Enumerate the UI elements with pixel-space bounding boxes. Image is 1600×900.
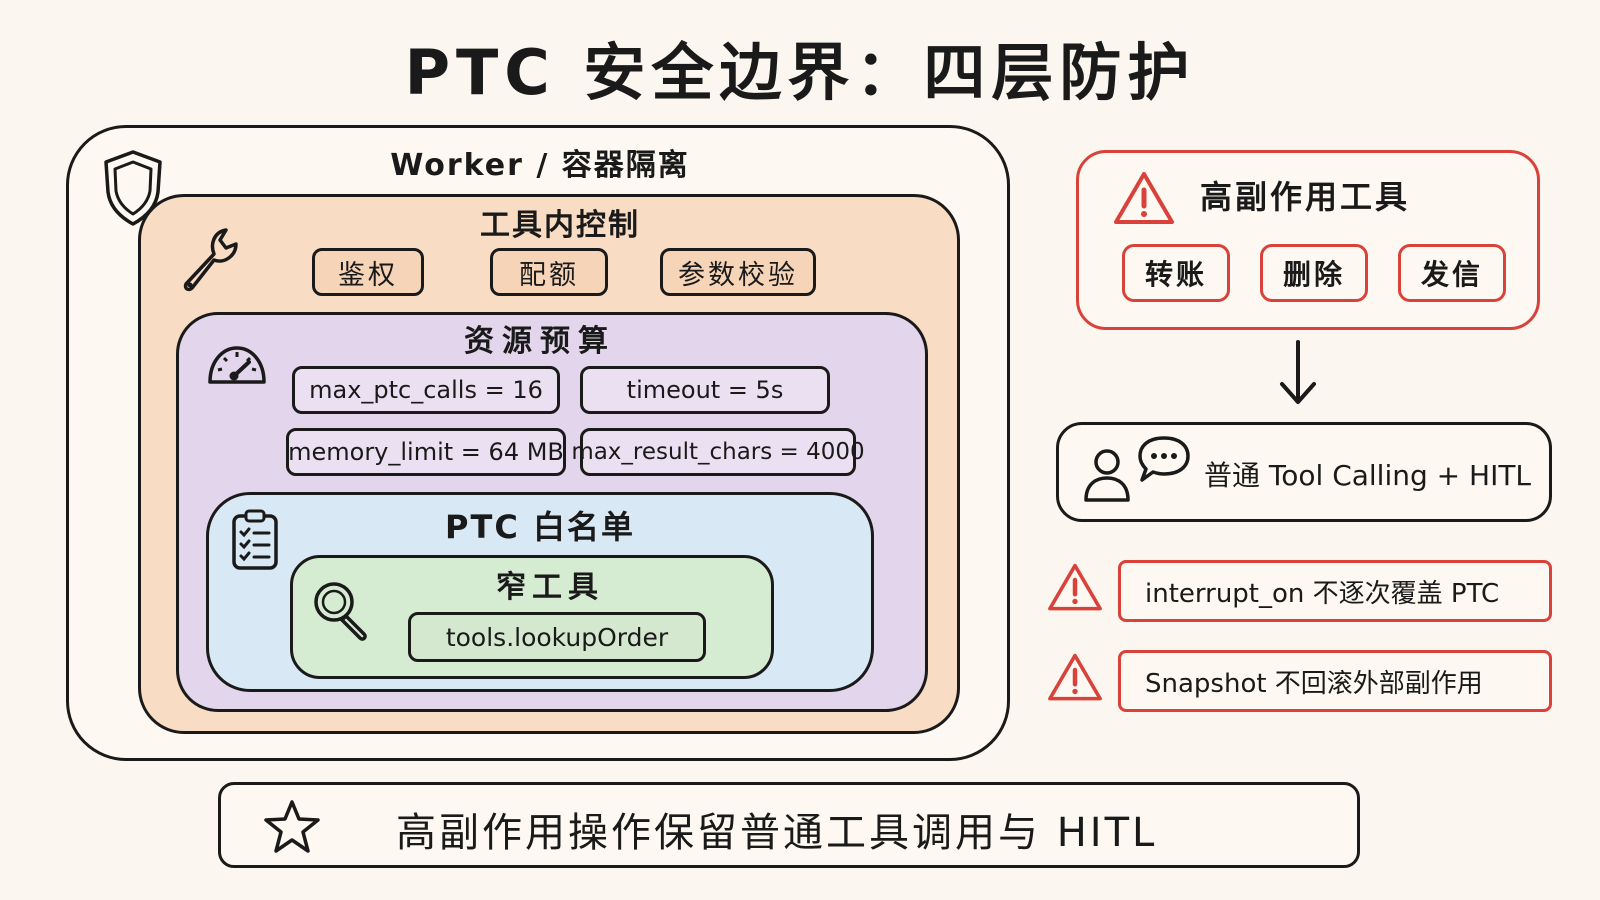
wrench-icon [183, 228, 238, 292]
worker-layer-label: Worker / 容器隔离 [390, 148, 690, 183]
gauge-icon [208, 346, 266, 384]
warning-icon [1048, 653, 1102, 701]
page-title: PTC 安全边界：四层防护 [404, 36, 1196, 109]
magnifier-icon [314, 582, 367, 641]
tool-control-chip-quota: 配额 [490, 248, 608, 296]
warning-interrupt-on: interrupt_on 不逐次覆盖 PTC [1118, 560, 1552, 622]
tool-control-label: 工具内控制 [480, 208, 640, 243]
chat-bubble-icon [1138, 436, 1190, 482]
ptc-whitelist-label: PTC 白名单 [445, 508, 635, 546]
budget-chip-memory-limit: memory_limit = 64 MB [286, 428, 566, 476]
warning-icon [1048, 563, 1102, 611]
footer-text: 高副作用操作保留普通工具调用与 HITL [396, 810, 1158, 856]
side-effect-chip-transfer: 转账 [1122, 244, 1230, 302]
footer-banner [218, 782, 1360, 868]
warning-icon [1114, 172, 1174, 224]
down-arrow-icon [1280, 340, 1316, 404]
tool-control-chip-auth: 鉴权 [312, 248, 424, 296]
hitl-label: 普通 Tool Calling + HITL [1204, 459, 1532, 492]
shield-icon [104, 150, 162, 226]
user-icon [1084, 449, 1130, 502]
high-side-effect-tools-title: 高副作用工具 [1200, 178, 1411, 216]
hitl-box [1056, 422, 1552, 522]
clipboard-checklist-icon [232, 509, 278, 570]
budget-chip-timeout: timeout = 5s [580, 366, 830, 414]
warning-snapshot: Snapshot 不回滚外部副作用 [1118, 650, 1552, 712]
tool-control-chip-param-check: 参数校验 [660, 248, 816, 296]
budget-chip-max-ptc-calls: max_ptc_calls = 16 [292, 366, 560, 414]
side-effect-chip-delete: 删除 [1260, 244, 1368, 302]
budget-chip-max-result-chars: max_result_chars = 4000 [571, 428, 865, 476]
star-icon [264, 800, 320, 853]
resource-budget-label: 资源预算 [464, 324, 616, 359]
narrow-tools-label: 窄工具 [496, 570, 604, 605]
narrow-tool-chip-lookup-order: tools.lookupOrder [408, 612, 706, 662]
side-effect-chip-send-mail: 发信 [1398, 244, 1506, 302]
